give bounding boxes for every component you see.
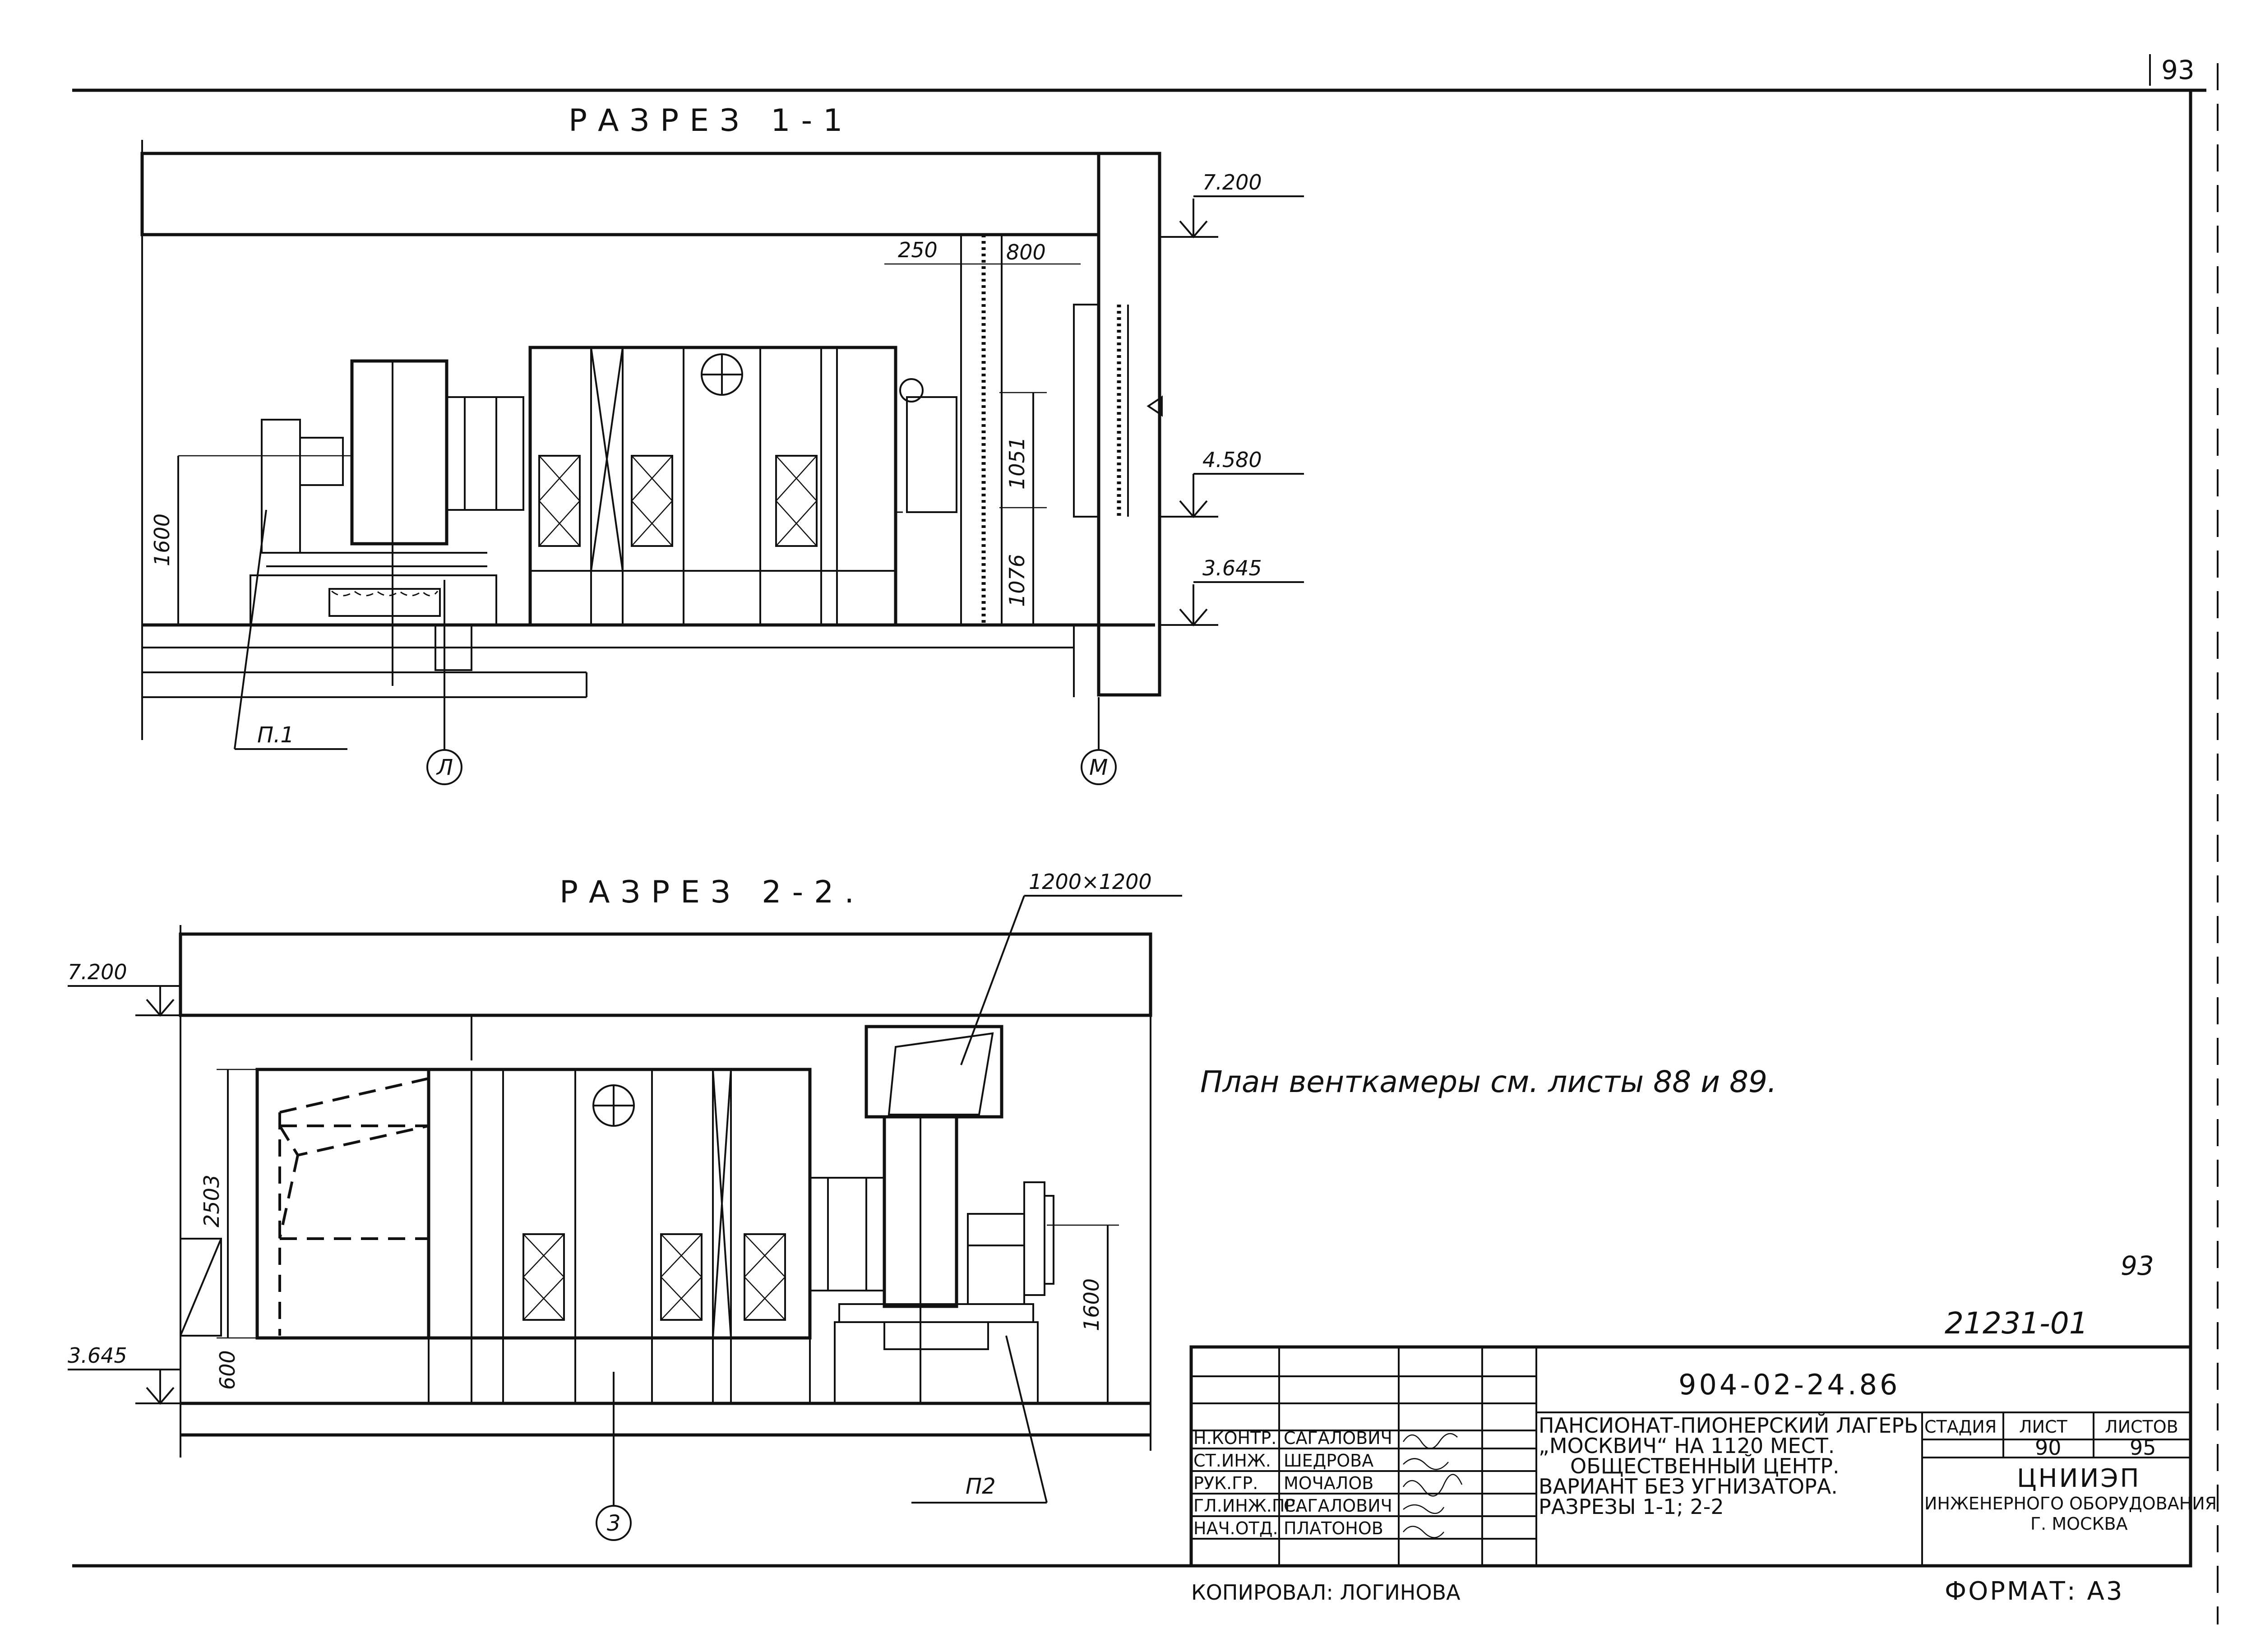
elevation-3645-s1: 3.645 <box>1202 556 1262 580</box>
sheet-number-top: 93 <box>2161 55 2195 85</box>
sig-name-1: САГАЛОВИЧ <box>1284 1428 1392 1448</box>
dim-1076: 1076 <box>1005 554 1029 607</box>
format-label: ФОРМАТ: А3 <box>1945 1577 2124 1606</box>
copied-by: КОПИРОВАЛ: ЛОГИНОВА <box>1191 1580 1461 1605</box>
section-2-title: РАЗРЕЗ 2-2. <box>559 875 865 910</box>
elevation-mark-7200-s2: 7.200 <box>68 960 180 1017</box>
frame-code: 21231-01 <box>1945 1306 2088 1341</box>
sheet-value: 90 <box>2035 1435 2062 1460</box>
dim-800: 800 <box>1006 240 1046 264</box>
duct-size-label: 1200×1200 <box>1029 870 1152 894</box>
sig-name-5: ПЛАТОНОВ <box>1284 1518 1383 1538</box>
elevation-7200-s1: 7.200 <box>1202 170 1262 194</box>
dim-2503: 2503 <box>199 1175 224 1227</box>
axis-m-label: М <box>1089 755 1108 780</box>
callout-p2-label: П2 <box>966 1474 996 1499</box>
axis-marker-l: Л <box>426 580 462 785</box>
axis-3-label: 3 <box>607 1511 621 1536</box>
project-line-2: „МОСКВИЧ“ НА 1120 МЕСТ. <box>1539 1434 1835 1458</box>
sheet-frame: 93 <box>72 54 2219 1624</box>
elevation-mark-3645-s1: 3.645 <box>1160 556 1304 627</box>
sig-role-2: СТ.ИНЖ. <box>1193 1451 1271 1471</box>
axis-marker-m: М <box>1081 697 1117 785</box>
axis-marker-3: 3 <box>596 1372 632 1541</box>
sig-name-2: ШЕДРОВА <box>1284 1451 1373 1471</box>
sheets-value: 95 <box>2130 1435 2156 1460</box>
callout-p1-label: П.1 <box>257 722 294 748</box>
project-line-5: РАЗРЕЗЫ 1-1; 2-2 <box>1539 1495 1724 1519</box>
org-line-2: ИНЖЕНЕРНОГО ОБОРУДОВАНИЯ <box>1924 1494 2217 1513</box>
duct-size-callout: 1200×1200 <box>960 870 1182 1065</box>
section-1-title: РАЗРЕЗ 1-1 <box>569 103 853 139</box>
sig-role-1: Н.КОНТР. <box>1193 1428 1276 1448</box>
elevation-3645-s2: 3.645 <box>68 1343 127 1368</box>
dim-600: 600 <box>215 1350 240 1390</box>
elevation-7200-s2: 7.200 <box>68 960 127 984</box>
axis-l-label: Л <box>436 755 453 780</box>
section-1-1: РАЗРЕЗ 1-1 <box>140 103 1304 785</box>
project-line-3: ОБЩЕСТВЕННЫЙ ЦЕНТР. <box>1570 1454 1840 1478</box>
sheets-header: ЛИСТОВ <box>2105 1417 2178 1437</box>
elevation-mark-3645-s2: 3.645 <box>68 1343 180 1405</box>
dim-1051: 1051 <box>1005 437 1029 490</box>
project-line-4: ВАРИАНТ БЕЗ УГНИЗАТОРА. <box>1539 1474 1838 1499</box>
dim-1600-s1: 1600 <box>150 514 174 566</box>
dim-1600-s2: 1600 <box>1079 1278 1104 1331</box>
elevation-mark-7200-s1: 7.200 <box>1160 170 1304 239</box>
callout-p2: П2 <box>911 1335 1048 1504</box>
title-block: 904-02-24.86 Н.КОНТР. САГАЛОВИЧ СТ.ИНЖ. … <box>1189 1345 2217 1568</box>
elevation-mark-4580: 4.580 <box>1160 448 1304 518</box>
section-2-2: РАЗРЕЗ 2-2. <box>68 870 1182 1541</box>
sig-name-3: МОЧАЛОВ <box>1284 1473 1373 1493</box>
project-line-1: ПАНСИОНАТ-ПИОНЕРСКИЙ ЛАГЕРЬ <box>1539 1413 1918 1438</box>
dim-250: 250 <box>898 238 938 262</box>
sheet-header: ЛИСТ <box>2019 1417 2068 1437</box>
elevation-4580: 4.580 <box>1202 448 1262 472</box>
sheet-number-side: 93 <box>2121 1250 2154 1281</box>
org-name: ЦНИИЭП <box>2017 1464 2141 1493</box>
sig-role-5: НАЧ.ОТД. <box>1193 1518 1278 1538</box>
callout-p1: П.1 <box>234 509 347 750</box>
plan-reference-note: План венткамеры см. листы 88 и 89. <box>1200 1064 1777 1099</box>
sig-name-4: САГАЛОВИЧ <box>1284 1496 1392 1516</box>
document-code: 904-02-24.86 <box>1678 1368 1900 1401</box>
stage-header: СТАДИЯ <box>1924 1417 1997 1437</box>
sig-role-3: РУК.ГР. <box>1193 1473 1258 1493</box>
org-city: Г. МОСКВА <box>2030 1514 2128 1534</box>
sig-role-4: ГЛ.ИНЖ.ПР. <box>1193 1496 1300 1516</box>
